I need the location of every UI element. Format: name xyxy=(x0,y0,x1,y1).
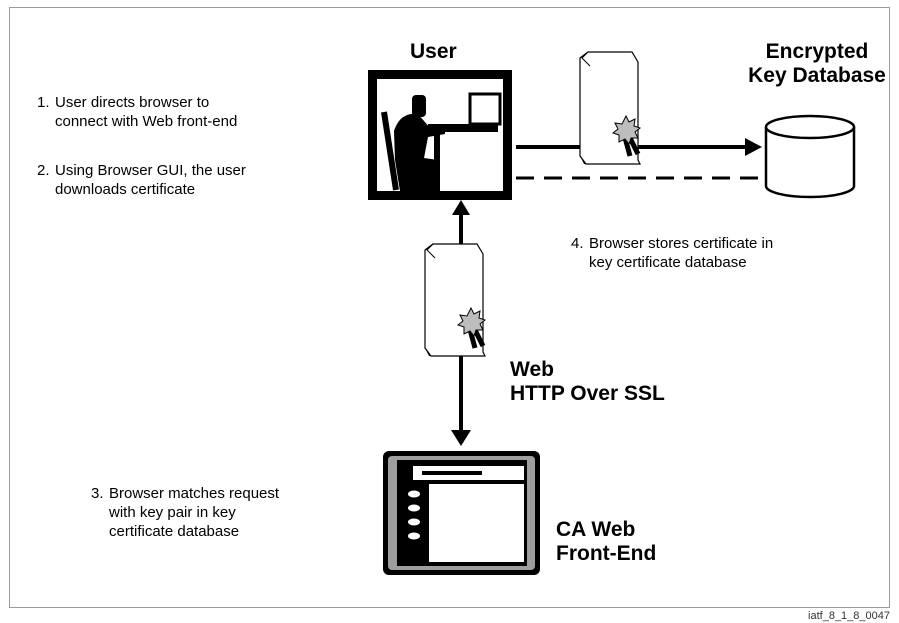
user-workstation-icon xyxy=(368,70,512,200)
diagram-frame xyxy=(9,7,890,608)
user-label: User xyxy=(410,40,457,63)
certificate-icon xyxy=(580,52,640,164)
certificate-icon xyxy=(425,244,485,356)
database-cylinder-icon xyxy=(764,114,856,199)
web-front-end-icon xyxy=(383,451,540,575)
figure-id: iatf_8_1_8_0047 xyxy=(808,610,890,622)
